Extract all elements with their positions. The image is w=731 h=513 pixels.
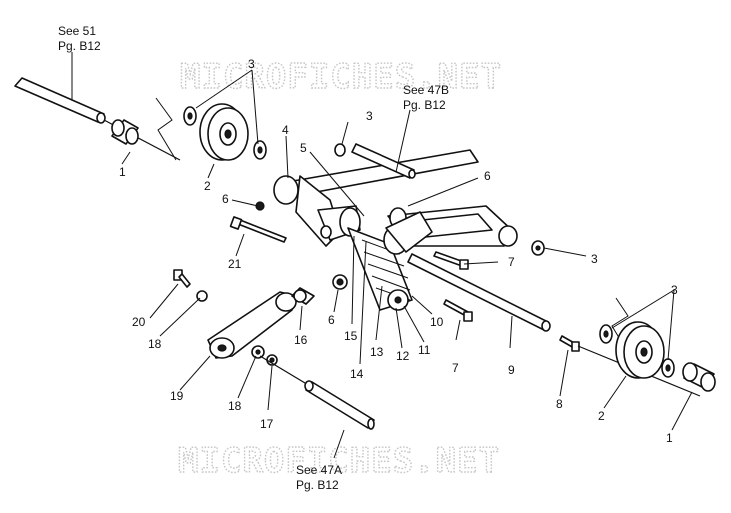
washer-18-lower — [251, 345, 265, 359]
bushing-16 — [291, 287, 315, 305]
callout-5: 5 — [300, 141, 307, 155]
idler-wheel-upper — [183, 103, 267, 161]
callout-3-upper-mid: 3 — [366, 109, 373, 123]
callout-15: 15 — [344, 329, 358, 343]
ref-see47a-line2: Pg. B12 — [296, 478, 339, 492]
callout-4: 4 — [282, 123, 289, 137]
shock-cylinder — [383, 211, 433, 255]
callout-13: 13 — [370, 345, 384, 359]
upper-shaft — [14, 77, 181, 161]
ref-see51-line2: Pg. B12 — [58, 39, 101, 53]
callout-20: 20 — [132, 315, 146, 329]
bolt-8 — [559, 335, 580, 352]
callout-18-lower: 18 — [228, 399, 242, 413]
callout-7-upper: 7 — [508, 255, 515, 269]
callout-10: 10 — [430, 315, 444, 329]
bushing-upper-left — [111, 119, 139, 145]
callout-14: 14 — [350, 367, 364, 381]
callout-1-upper: 1 — [119, 165, 126, 179]
callout-11: 11 — [418, 343, 431, 357]
bolt-7-lower — [443, 299, 473, 322]
nut-6-lower — [332, 274, 348, 290]
callout-8: 8 — [556, 397, 563, 411]
link-arm — [207, 291, 297, 359]
pivot-arm — [295, 175, 361, 247]
callout-1-lower: 1 — [666, 431, 673, 445]
watermark-top: MICROFICHES.NET — [180, 57, 502, 97]
callout-6-right: 6 — [484, 169, 491, 183]
bolt-7-upper — [433, 251, 469, 270]
ref-see47b-line2: Pg. B12 — [403, 98, 446, 112]
callout-2-lower: 2 — [598, 409, 605, 423]
callout-3-right: 3 — [591, 252, 598, 266]
callout-7-lower: 7 — [452, 361, 459, 375]
leader-lines — [71, 52, 693, 459]
callout-17: 17 — [260, 417, 274, 431]
washer-3-right — [531, 240, 545, 256]
callout-2-upper: 2 — [204, 179, 211, 193]
ref-see47b-line1: See 47B — [403, 83, 449, 97]
idler-wheel-lower — [577, 321, 701, 397]
callout-3-lower-right: 3 — [671, 283, 678, 297]
bushing-lower-right — [682, 362, 716, 392]
pin-rod-47b — [334, 143, 416, 179]
nut-17 — [266, 354, 278, 366]
lower-crossbar — [407, 253, 551, 332]
lower-shaft-47a — [259, 355, 375, 430]
callout-3-upper-left: 3 — [248, 57, 255, 71]
callout-12: 12 — [396, 349, 410, 363]
callout-18-upper: 18 — [148, 337, 162, 351]
bolt-21 — [229, 216, 287, 243]
callout-9: 9 — [508, 363, 515, 377]
shock-spring — [347, 227, 413, 311]
callout-19: 19 — [170, 389, 184, 403]
bolt-20 — [173, 269, 191, 288]
watermark-bottom: MICROFICHES.NET — [178, 441, 500, 481]
ref-see51-line1: See 51 — [58, 24, 96, 38]
callout-6-left: 6 — [222, 192, 229, 206]
callout-21: 21 — [228, 257, 242, 271]
ref-see47a-line1: See 47A — [296, 463, 342, 477]
callout-16: 16 — [294, 333, 308, 347]
callout-6-lower: 6 — [328, 313, 335, 327]
break-mark-upper — [155, 97, 177, 161]
break-mark-lower — [611, 297, 629, 347]
